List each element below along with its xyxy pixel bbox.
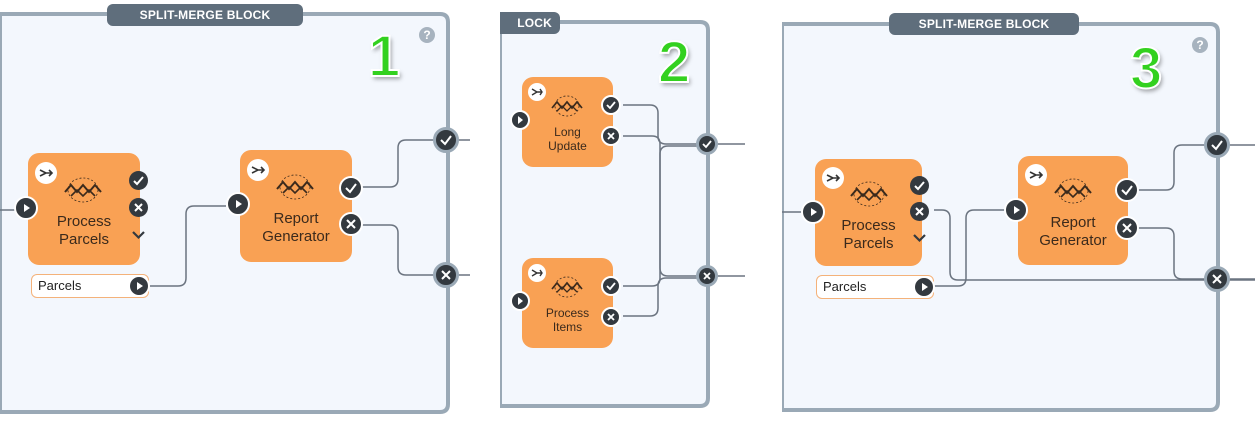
step-number: 2 <box>657 30 691 95</box>
block-border <box>782 22 1220 412</box>
branch-icon <box>528 264 546 282</box>
node-label: Process Parcels <box>56 213 112 248</box>
node-label: Report Generator <box>262 210 330 245</box>
workflow-logo-icon <box>274 174 316 200</box>
branch-icon <box>528 83 546 101</box>
x-icon[interactable] <box>1115 216 1139 240</box>
block-label: LOCK <box>500 12 560 34</box>
play-icon[interactable] <box>128 275 150 297</box>
check-icon[interactable] <box>1115 178 1139 202</box>
panel-2: LOCK 2 Long Update Process <box>500 0 745 424</box>
chevron-down-icon[interactable] <box>910 228 929 247</box>
check-icon[interactable] <box>910 176 929 195</box>
branch-icon <box>822 167 844 189</box>
parameter-label: Parcels <box>823 279 867 294</box>
x-icon[interactable] <box>601 307 621 327</box>
play-icon[interactable] <box>1004 198 1028 222</box>
step-number: 3 <box>1129 36 1163 101</box>
check-icon[interactable] <box>129 171 148 190</box>
parameter-label: Parcels <box>38 278 82 293</box>
connector-line <box>148 205 226 287</box>
help-icon[interactable]: ? <box>1192 37 1208 53</box>
panel-2-canvas <box>500 20 745 408</box>
workflow-logo-icon <box>848 181 890 207</box>
process-items-node[interactable]: Process Items <box>510 258 621 348</box>
check-icon[interactable] <box>339 176 363 200</box>
block-label: SPLIT-MERGE BLOCK <box>889 13 1079 35</box>
connector-line <box>1136 227 1255 280</box>
parcels-parameter[interactable]: Parcels <box>31 274 150 298</box>
connector-line <box>623 277 706 317</box>
panel-3: SPLIT-MERGE BLOCK ? 3 Process Parcels Pa… <box>782 0 1255 424</box>
branch-icon <box>1025 164 1047 186</box>
connector-line <box>934 209 1255 281</box>
workflow-logo-icon <box>550 95 584 117</box>
failure-junction-icon[interactable] <box>433 262 459 288</box>
play-icon[interactable] <box>913 276 935 298</box>
check-icon[interactable] <box>601 95 621 115</box>
node-label: Report Generator <box>1039 214 1107 249</box>
success-junction-icon[interactable] <box>696 133 718 155</box>
step-number: 1 <box>367 24 401 89</box>
panel-3-canvas <box>782 22 1255 412</box>
connector-line <box>352 139 446 188</box>
play-icon[interactable] <box>801 200 825 224</box>
play-icon[interactable] <box>510 291 530 311</box>
parcels-parameter[interactable]: Parcels <box>816 275 935 299</box>
report-generator-node[interactable]: Report Generator <box>226 150 363 262</box>
connector-line <box>352 224 446 276</box>
play-icon[interactable] <box>226 192 250 216</box>
connector-line <box>623 145 706 287</box>
play-icon[interactable] <box>14 196 38 220</box>
process-parcels-node[interactable]: Process Parcels <box>14 153 148 265</box>
report-generator-node[interactable]: Report Generator <box>1004 156 1139 265</box>
panel-1: SPLIT-MERGE BLOCK ? 1 Process Parcels Pa… <box>0 0 470 424</box>
x-icon[interactable] <box>339 212 363 236</box>
x-icon[interactable] <box>129 198 148 217</box>
block-border <box>0 12 450 414</box>
x-icon[interactable] <box>601 126 621 146</box>
process-parcels-node[interactable]: Process Parcels <box>801 159 929 266</box>
x-icon[interactable] <box>910 202 929 221</box>
check-icon[interactable] <box>601 276 621 296</box>
branch-icon <box>35 162 57 184</box>
node-label: Long Update <box>548 125 587 154</box>
workflow-logo-icon <box>62 177 104 203</box>
play-icon[interactable] <box>510 110 530 130</box>
failure-junction-icon[interactable] <box>1204 266 1230 292</box>
node-label: Process Parcels <box>841 217 896 252</box>
success-junction-icon[interactable] <box>1204 132 1230 158</box>
branch-icon <box>247 159 269 181</box>
workflow-logo-icon <box>1052 178 1094 204</box>
connector-line <box>1136 144 1255 191</box>
block-label: SPLIT-MERGE BLOCK <box>107 4 303 26</box>
long-update-node[interactable]: Long Update <box>510 77 621 167</box>
workflow-logo-icon <box>550 276 584 298</box>
node-label: Process Items <box>545 306 590 335</box>
success-junction-icon[interactable] <box>433 127 459 153</box>
failure-junction-icon[interactable] <box>696 265 718 287</box>
connector-line <box>932 209 1017 287</box>
connector-line <box>623 104 745 145</box>
chevron-down-icon[interactable] <box>129 225 148 244</box>
help-icon[interactable]: ? <box>419 27 435 43</box>
panel-1-canvas <box>0 12 470 414</box>
